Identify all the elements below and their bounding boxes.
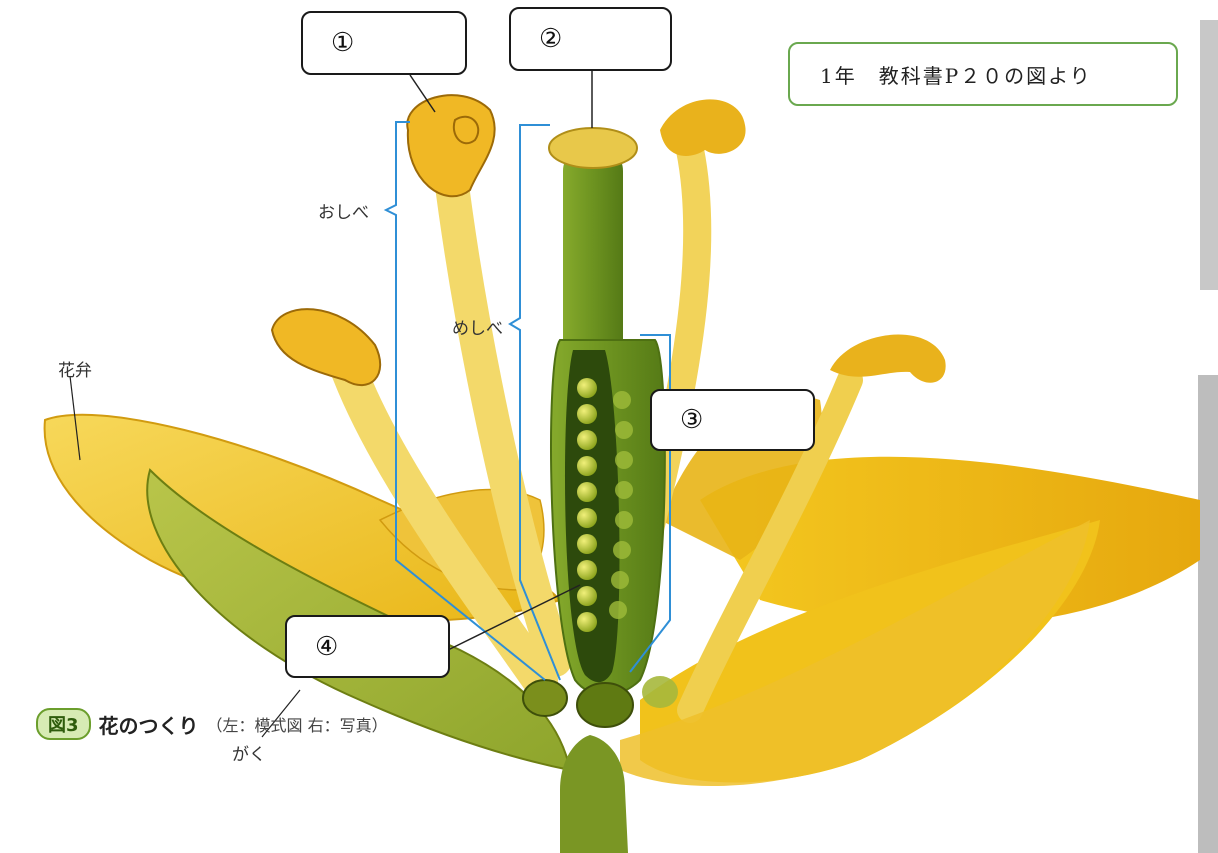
ovule [613, 541, 631, 559]
answer-box-3-label: ③ [680, 405, 703, 435]
photo-anther-2 [830, 335, 946, 383]
answer-box-4-label: ④ [315, 632, 338, 662]
figure-subtitle: （左：模式図 右：写真） [207, 712, 388, 736]
ovule [615, 481, 633, 499]
stamen-label: おしべ [318, 198, 369, 223]
ovule [615, 421, 633, 439]
ovule [577, 430, 597, 450]
photo-anther-1 [660, 99, 746, 156]
pistil-style [563, 145, 623, 365]
pistil-label: めしべ [452, 314, 503, 339]
answer-box-3[interactable]: ③ [650, 389, 815, 451]
note-text: 1年 教科書P２０の図より [820, 60, 1092, 89]
figure-caption: 図3 花のつくり （左：模式図 右：写真） [36, 708, 388, 740]
answer-box-1-label: ① [331, 28, 354, 58]
figure-number-badge: 図3 [36, 708, 91, 740]
ovule [577, 404, 597, 424]
page-edge-shadow-2 [1198, 375, 1218, 853]
ovule [615, 511, 633, 529]
ovule [609, 601, 627, 619]
ovule [577, 560, 597, 580]
page-edge-shadow [1200, 20, 1218, 290]
answer-box-2-label: ② [539, 24, 562, 54]
ovule [577, 378, 597, 398]
figure-title: 花のつくり [99, 710, 199, 739]
answer-box-2[interactable]: ② [509, 7, 672, 71]
anther-top [407, 95, 494, 196]
sepal-label: がく [232, 740, 266, 765]
anther-left [272, 309, 380, 385]
ovule [577, 508, 597, 528]
nectary-left [523, 680, 567, 716]
nectary-right [642, 676, 678, 708]
ovule [577, 482, 597, 502]
ovule [577, 534, 597, 554]
petal-label: 花弁 [58, 356, 92, 381]
ovule [577, 612, 597, 632]
ovule [577, 586, 597, 606]
answer-box-1[interactable]: ① [301, 11, 467, 75]
receptacle [560, 735, 628, 853]
answer-box-4[interactable]: ④ [285, 615, 450, 678]
stigma [549, 128, 637, 168]
ovule [615, 451, 633, 469]
ovule [577, 456, 597, 476]
ovule [613, 391, 631, 409]
ovule [611, 571, 629, 589]
nectary-mid [577, 683, 633, 727]
textbook-reference-note: 1年 教科書P２０の図より [788, 42, 1178, 106]
